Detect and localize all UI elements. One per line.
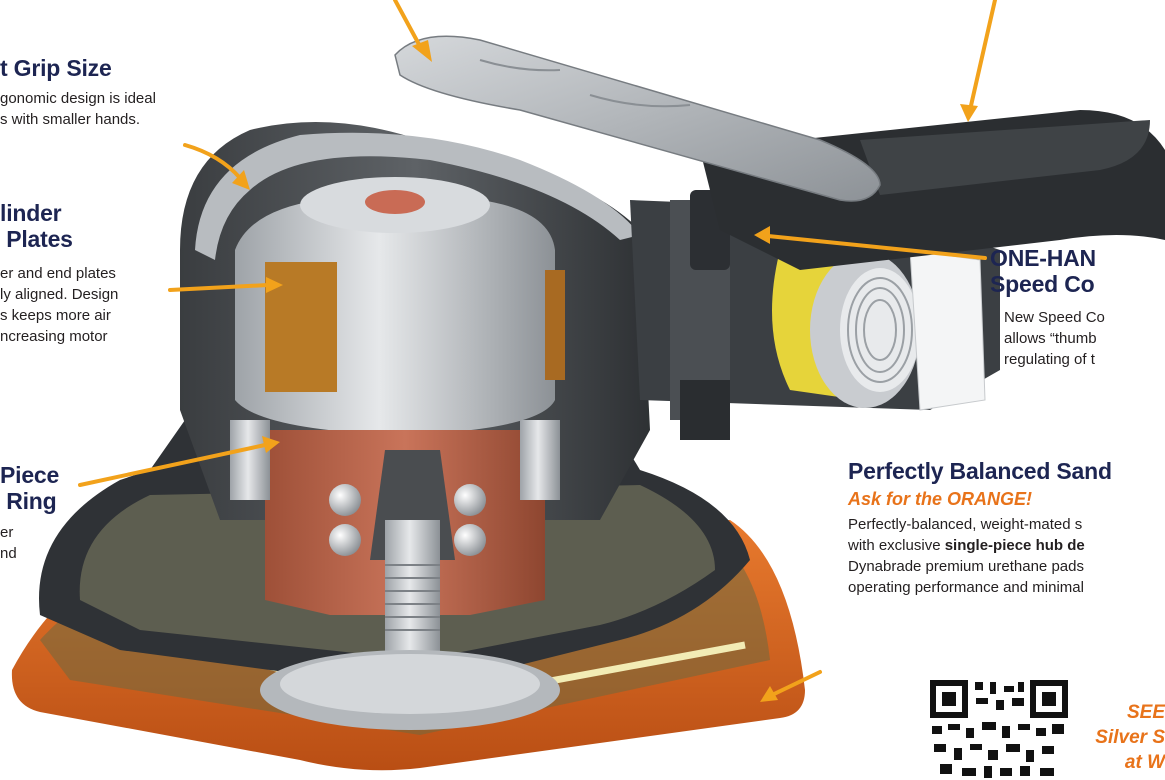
cylinder-line: er and end plates bbox=[0, 265, 116, 282]
cylinder-heading-line: Plates bbox=[0, 226, 73, 252]
grip-size-line: s with smaller hands. bbox=[0, 111, 141, 128]
balanced-pad-heading: Perfectly Balanced Sand bbox=[848, 458, 1112, 484]
ring-line: er bbox=[0, 524, 14, 541]
see-video-line: at W bbox=[1124, 752, 1165, 773]
cylinder-line: s keeps more air bbox=[0, 307, 111, 324]
cylinder-line: ly aligned. Design bbox=[0, 286, 119, 303]
ring-heading-line: Ring bbox=[0, 488, 57, 514]
throttle-lever bbox=[394, 35, 881, 202]
see-video-callout[interactable]: SEE Silver S at W bbox=[1080, 700, 1165, 775]
speed-control-heading-line: ONE-HAN bbox=[990, 245, 1096, 271]
ring-line: nd bbox=[0, 545, 17, 562]
speed-control-callout: ONE-HAN Speed Co New Speed Co allows “th… bbox=[990, 245, 1105, 370]
grip-size-line: gonomic design is ideal bbox=[0, 90, 156, 107]
see-video-line: SEE bbox=[1126, 702, 1165, 723]
qr-code-icon bbox=[925, 680, 1068, 780]
balanced-pad-line-bold: single-piece hub de bbox=[944, 537, 1085, 554]
grip-size-heading: t Grip Size bbox=[0, 55, 112, 81]
speed-control-line: New Speed Co bbox=[1004, 309, 1105, 326]
balanced-pad-line: operating performance and minimal bbox=[848, 579, 1084, 596]
balanced-pad-subheading: Ask for the ORANGE! bbox=[848, 489, 1033, 509]
balanced-pad-line: with exclusive single-piece hub de bbox=[848, 535, 1112, 556]
cylinder-callout: linder Plates er and end plates ly align… bbox=[0, 200, 118, 347]
speed-control-line: allows “thumb bbox=[1004, 330, 1097, 347]
cylinder-heading-line: linder bbox=[0, 200, 62, 226]
balanced-pad-line-pre: with exclusive bbox=[848, 537, 945, 554]
balanced-pad-line: Perfectly-balanced, weight-mated s bbox=[848, 516, 1083, 533]
pointer-arrows bbox=[78, 0, 997, 697]
ring-callout: Piece Ring er nd bbox=[0, 462, 59, 564]
motor-window bbox=[265, 262, 337, 392]
see-video-line: Silver S bbox=[1095, 727, 1165, 748]
balanced-pad-line: Dynabrade premium urethane pads bbox=[848, 558, 1084, 575]
grip-size-callout: t Grip Size gonomic design is ideal s wi… bbox=[0, 55, 156, 130]
cylinder-line: ncreasing motor bbox=[0, 328, 108, 345]
speed-control-heading-line: Speed Co bbox=[990, 271, 1095, 297]
speed-control-line: regulating of t bbox=[1004, 351, 1095, 368]
ring-heading-line: Piece bbox=[0, 462, 60, 488]
balanced-pad-callout: Perfectly Balanced Sand Ask for the ORAN… bbox=[848, 458, 1112, 598]
